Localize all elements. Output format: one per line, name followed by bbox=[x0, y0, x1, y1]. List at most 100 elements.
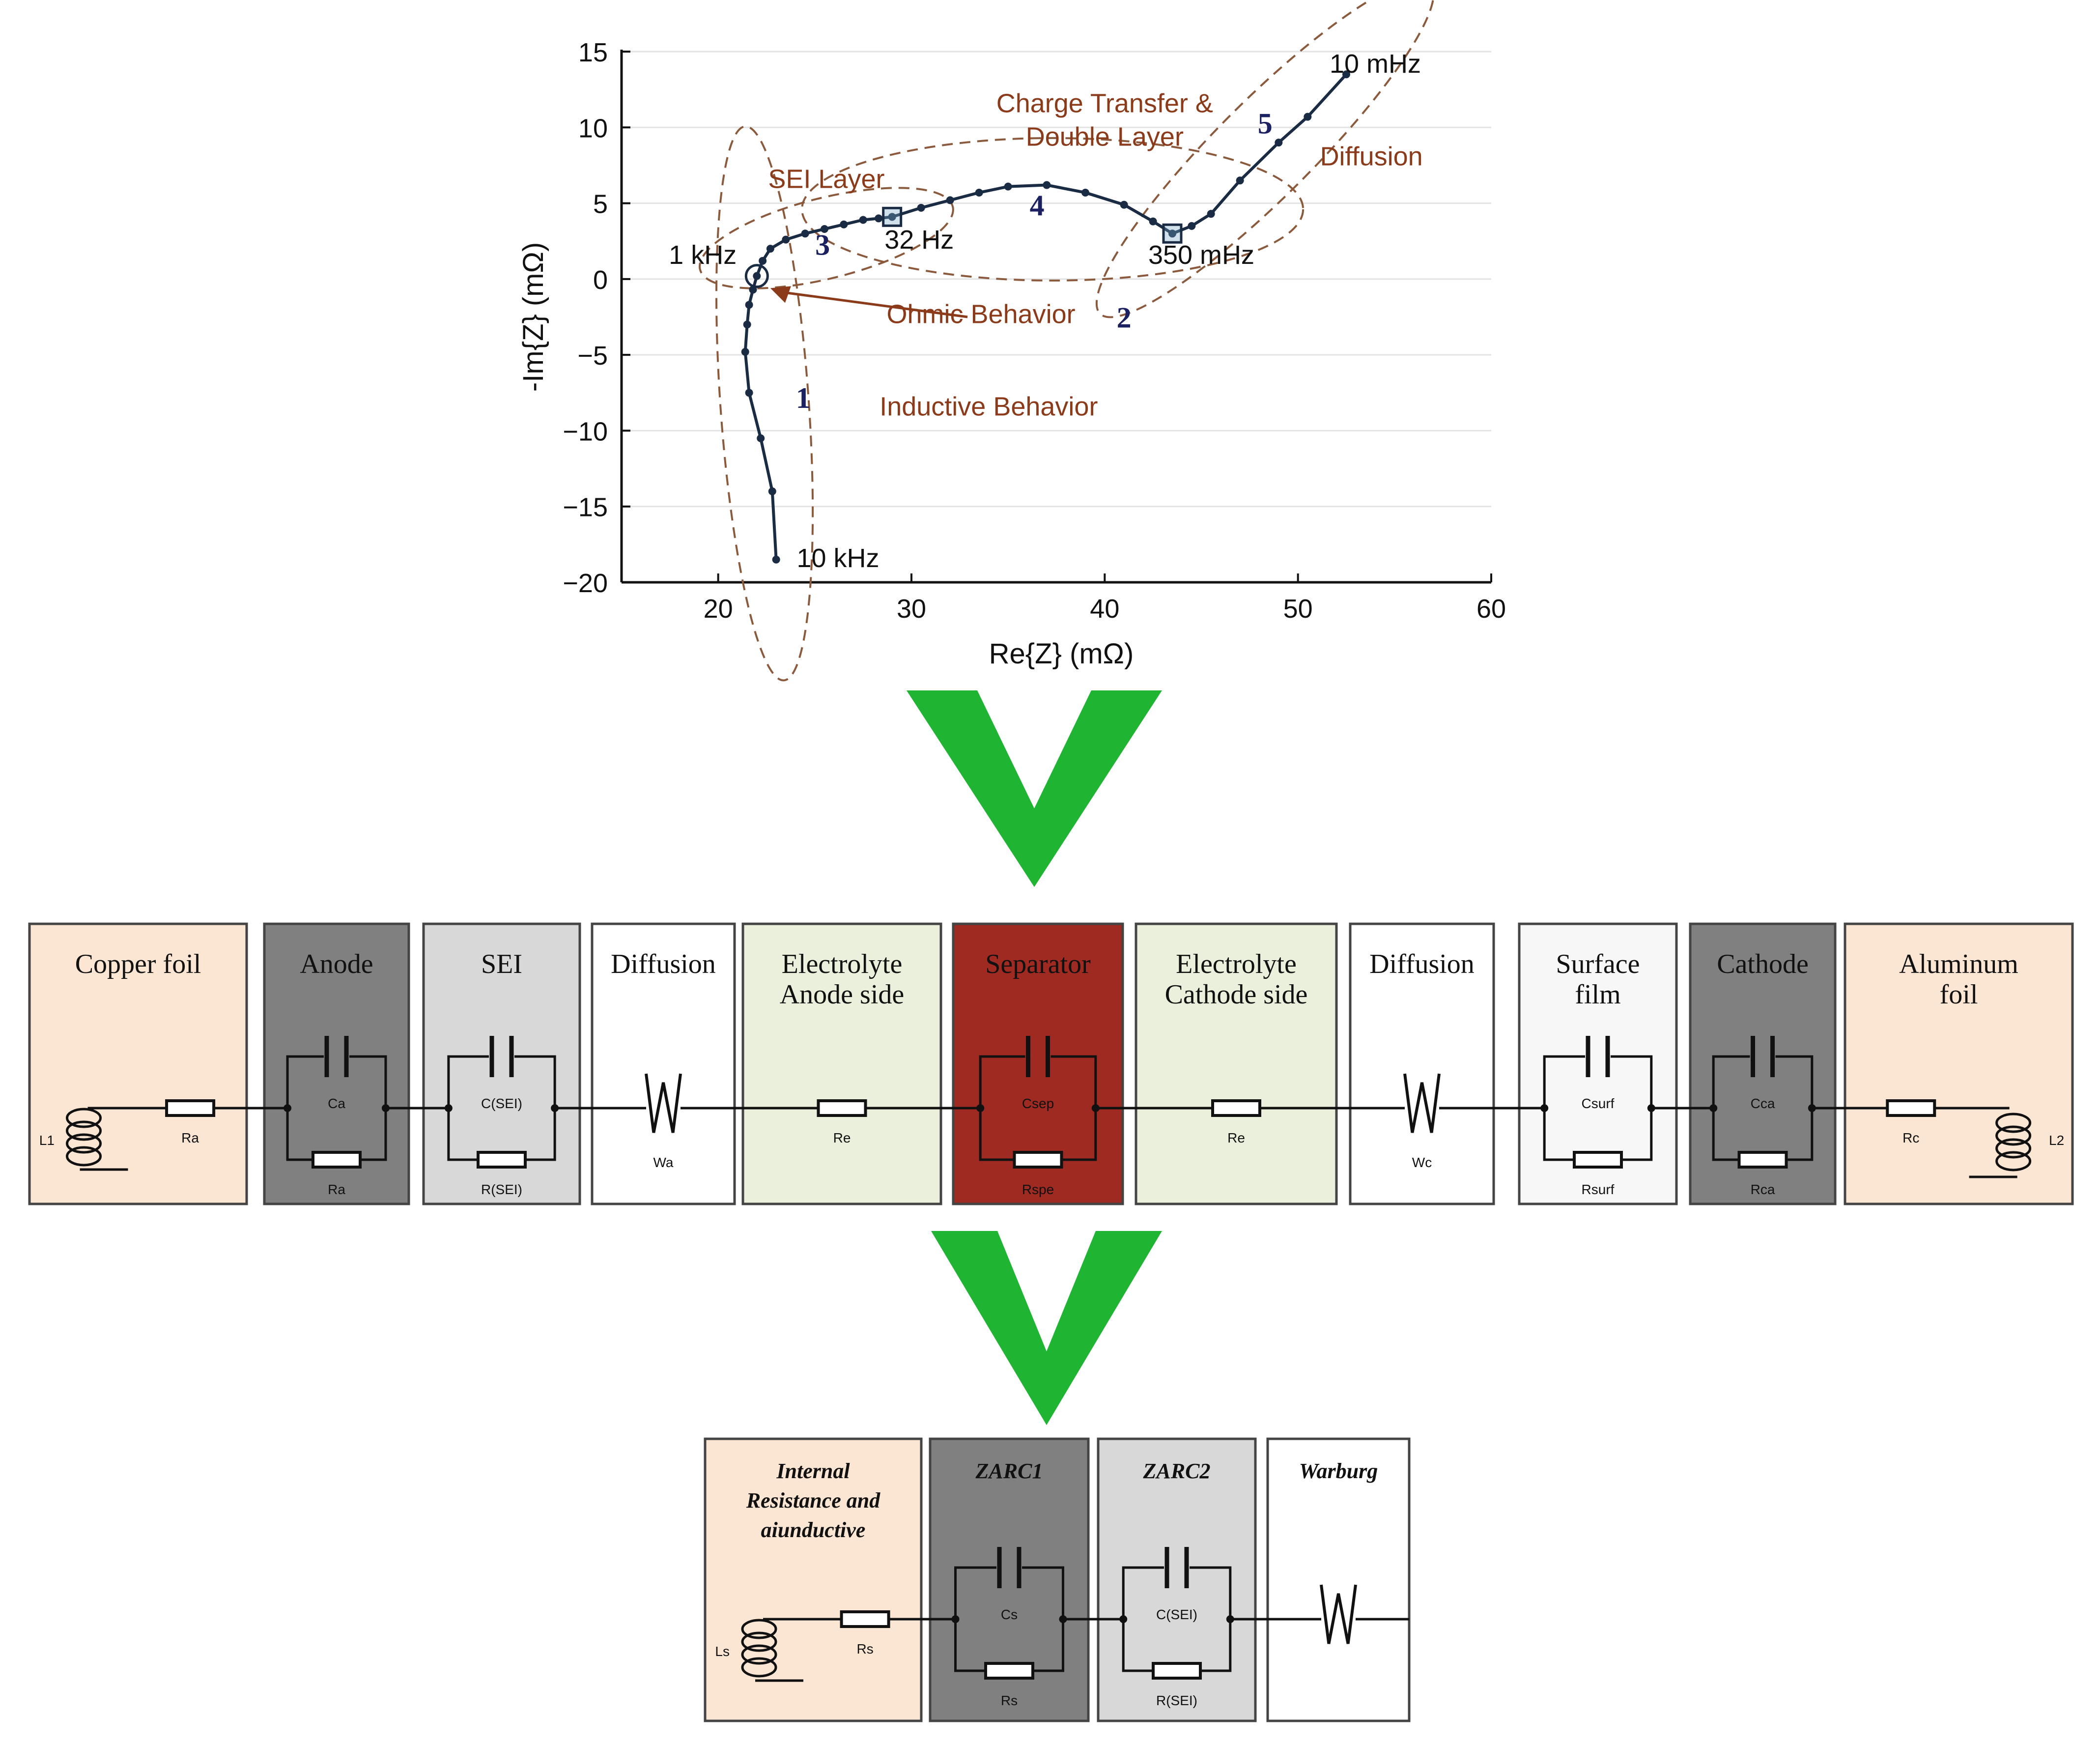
circuit-block bbox=[591, 922, 736, 1205]
component-label: Ca bbox=[328, 1096, 345, 1111]
circuit-block bbox=[1135, 922, 1338, 1205]
data-point bbox=[888, 213, 896, 221]
data-point bbox=[782, 235, 790, 244]
x-axis-label: Re{Z} (mΩ) bbox=[989, 638, 1134, 670]
inductor-coil-loop bbox=[66, 1108, 102, 1128]
block-title: film bbox=[1575, 979, 1620, 1010]
y-tick-label: 10 bbox=[578, 114, 608, 143]
data-point bbox=[975, 188, 983, 197]
y-tick-label: −10 bbox=[563, 417, 608, 446]
block-title: Surface bbox=[1556, 949, 1640, 979]
junction-node bbox=[1808, 1104, 1816, 1112]
component-label: Rc bbox=[1902, 1130, 1919, 1145]
block-title: SEI bbox=[481, 949, 522, 979]
junction-node bbox=[381, 1104, 390, 1112]
component-label: R(SEI) bbox=[481, 1182, 522, 1197]
region-outline bbox=[801, 137, 1305, 282]
x-tick-label: 30 bbox=[897, 594, 926, 624]
component-label: Wa bbox=[653, 1155, 674, 1170]
data-point bbox=[745, 301, 753, 309]
data-point bbox=[840, 220, 848, 229]
y-tick-label: −15 bbox=[563, 493, 608, 522]
component-label: Cs bbox=[1001, 1607, 1018, 1622]
green-down-arrow bbox=[931, 1231, 1162, 1425]
component-label: R(SEI) bbox=[1156, 1693, 1197, 1708]
data-point bbox=[766, 245, 774, 253]
x-tick-label: 60 bbox=[1476, 594, 1506, 624]
capacitor-gap bbox=[1164, 1564, 1190, 1572]
component-label: Ra bbox=[328, 1182, 345, 1197]
block-title: Cathode bbox=[1717, 949, 1809, 979]
block-title: Anode bbox=[300, 949, 373, 979]
data-point bbox=[772, 555, 780, 564]
capacitor-gap bbox=[1585, 1053, 1611, 1060]
region-number: 3 bbox=[815, 229, 830, 261]
junction-node bbox=[1709, 1104, 1718, 1112]
data-point bbox=[946, 196, 954, 204]
y-tick-label: 5 bbox=[593, 190, 608, 219]
block-title: ZARC2 bbox=[1143, 1459, 1211, 1483]
block-title: Anode side bbox=[780, 979, 905, 1010]
block-title: aiunductive bbox=[761, 1518, 866, 1542]
data-point bbox=[1149, 217, 1157, 226]
region-number: 4 bbox=[1030, 189, 1045, 222]
component-label: Ls bbox=[715, 1644, 730, 1659]
circuit-block bbox=[28, 922, 248, 1205]
block-title: Diffusion bbox=[1369, 949, 1475, 979]
junction-node bbox=[1119, 1615, 1128, 1623]
component-label: Re bbox=[1227, 1130, 1245, 1145]
data-point bbox=[768, 487, 776, 495]
data-point bbox=[1275, 139, 1283, 147]
data-point bbox=[1004, 182, 1012, 191]
junction-node bbox=[551, 1104, 559, 1112]
green-down-arrow bbox=[907, 690, 1162, 887]
data-point bbox=[1207, 210, 1215, 218]
inductor-coil-loop bbox=[741, 1619, 777, 1639]
resistor-symbol bbox=[1573, 1151, 1623, 1169]
component-label: Ra bbox=[181, 1130, 199, 1145]
region-number: 2 bbox=[1117, 302, 1132, 334]
data-point bbox=[741, 347, 749, 356]
x-tick-label: 20 bbox=[704, 594, 733, 624]
resistor-symbol bbox=[1211, 1099, 1261, 1117]
capacitor-gap bbox=[996, 1564, 1022, 1572]
junction-node bbox=[1540, 1104, 1549, 1112]
inductor-coil-loop bbox=[1995, 1125, 2032, 1146]
annotation: 10 mHz bbox=[1330, 49, 1421, 79]
resistor-symbol bbox=[1886, 1099, 1936, 1117]
capacitor-gap bbox=[489, 1053, 514, 1060]
component-label: Rca bbox=[1751, 1182, 1775, 1197]
component-label: L2 bbox=[2049, 1133, 2064, 1148]
region-number: 5 bbox=[1258, 108, 1273, 140]
annotation: SEI Layer bbox=[768, 165, 884, 194]
component-label: Rs bbox=[856, 1641, 873, 1657]
data-point bbox=[1342, 70, 1350, 79]
block-title: Electrolyte bbox=[1176, 949, 1297, 979]
component-label: Wc bbox=[1412, 1155, 1432, 1170]
inductor-coil-loop bbox=[1995, 1113, 2032, 1133]
inductor-coil-loop bbox=[741, 1644, 777, 1665]
data-point bbox=[1236, 176, 1244, 185]
annotation: Inductive Behavior bbox=[880, 392, 1098, 422]
data-point bbox=[821, 225, 828, 233]
annotation: Ohmic Behavior bbox=[887, 299, 1076, 329]
data-point bbox=[1188, 222, 1196, 230]
data-point bbox=[743, 320, 751, 329]
component-label: C(SEI) bbox=[481, 1096, 522, 1111]
component-label: C(SEI) bbox=[1156, 1607, 1197, 1622]
frequency-marker bbox=[882, 206, 903, 227]
junction-node bbox=[976, 1104, 985, 1112]
block-title: foil bbox=[1940, 979, 1978, 1010]
region-outline bbox=[715, 125, 814, 682]
circuit-block bbox=[1349, 922, 1495, 1205]
data-point bbox=[1043, 181, 1051, 189]
annotation: Double Layer bbox=[1026, 122, 1184, 151]
component-label: Rspe bbox=[1022, 1182, 1054, 1197]
data-point bbox=[1168, 229, 1176, 238]
component-label: Csep bbox=[1022, 1096, 1054, 1111]
inductor-coil-loop bbox=[741, 1631, 777, 1652]
annotation: 10 kHz bbox=[796, 543, 879, 573]
junction-node bbox=[1226, 1615, 1234, 1623]
y-tick-label: 15 bbox=[578, 38, 608, 67]
data-point bbox=[1120, 200, 1128, 209]
